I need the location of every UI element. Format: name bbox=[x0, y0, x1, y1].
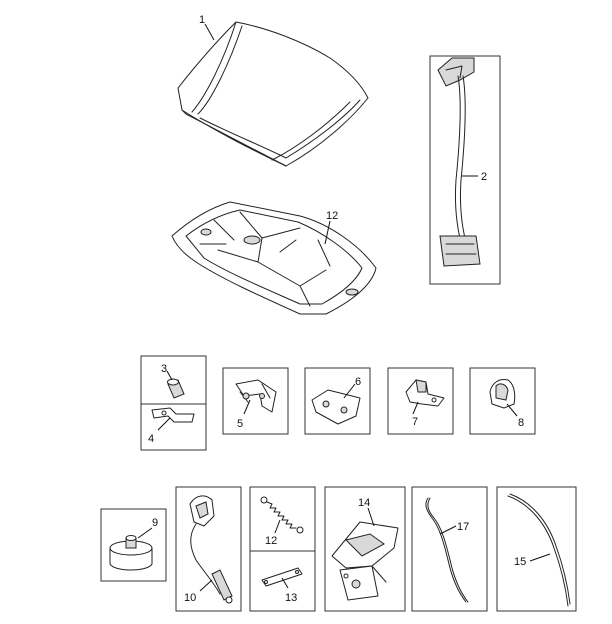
bumper-illustration bbox=[109, 535, 153, 571]
part-box-18 bbox=[411, 486, 488, 612]
release-cable-illustration bbox=[189, 495, 233, 604]
part-box-17 bbox=[496, 486, 577, 612]
spring-illustration bbox=[260, 496, 304, 534]
callout-8: 8 bbox=[518, 417, 524, 429]
callout-6: 6 bbox=[355, 376, 361, 388]
callout-line-9 bbox=[137, 527, 153, 539]
insulator-illustration bbox=[171, 201, 377, 315]
callout-14: 12 bbox=[326, 210, 338, 222]
callout-18: 17 bbox=[457, 521, 469, 533]
callout-15: 14 bbox=[358, 497, 370, 509]
callout-7: 7 bbox=[412, 416, 418, 428]
callout-5: 5 bbox=[237, 418, 243, 430]
callout-line-17 bbox=[529, 553, 551, 562]
callout-line-10 bbox=[199, 579, 213, 592]
hood-prop-rod-illustration bbox=[437, 57, 481, 267]
weatherstrip-illustration bbox=[507, 493, 571, 607]
callout-17: 15 bbox=[514, 556, 526, 568]
callout-2: 2 bbox=[481, 171, 487, 183]
callout-10: 10 bbox=[184, 592, 196, 604]
callout-line-14 bbox=[324, 220, 331, 245]
callout-line-13 bbox=[281, 577, 289, 589]
bracket-illustration bbox=[151, 407, 195, 423]
strap-illustration bbox=[261, 567, 303, 587]
callout-line-12 bbox=[274, 519, 281, 534]
callout-line-8 bbox=[506, 403, 518, 417]
callout-line-1 bbox=[204, 23, 215, 41]
callout-line-7 bbox=[412, 401, 419, 415]
callout-9: 9 bbox=[152, 517, 158, 529]
callout-line-5 bbox=[243, 399, 251, 415]
callout-line-18 bbox=[439, 525, 457, 535]
rod-holder-illustration bbox=[405, 379, 445, 407]
part-box-5 bbox=[222, 367, 289, 435]
part-box-12 bbox=[249, 486, 316, 552]
callout-1: 1 bbox=[199, 14, 205, 26]
callout-3: 3 bbox=[161, 363, 167, 375]
callout-4: 4 bbox=[148, 433, 154, 445]
callout-12: 12 bbox=[265, 535, 277, 547]
hood-latch-illustration bbox=[331, 521, 399, 601]
callout-line-6 bbox=[343, 383, 356, 399]
callout-line-4 bbox=[157, 417, 171, 431]
clip-illustration bbox=[489, 379, 516, 409]
plate-illustration bbox=[311, 389, 361, 425]
callout-13: 13 bbox=[285, 592, 297, 604]
hood-illustration bbox=[177, 21, 369, 167]
seal-illustration bbox=[425, 497, 469, 603]
callout-line-3 bbox=[166, 370, 173, 381]
hinge-clip-illustration bbox=[235, 379, 277, 413]
bushing-illustration bbox=[167, 378, 185, 399]
callout-line-15 bbox=[367, 507, 375, 527]
